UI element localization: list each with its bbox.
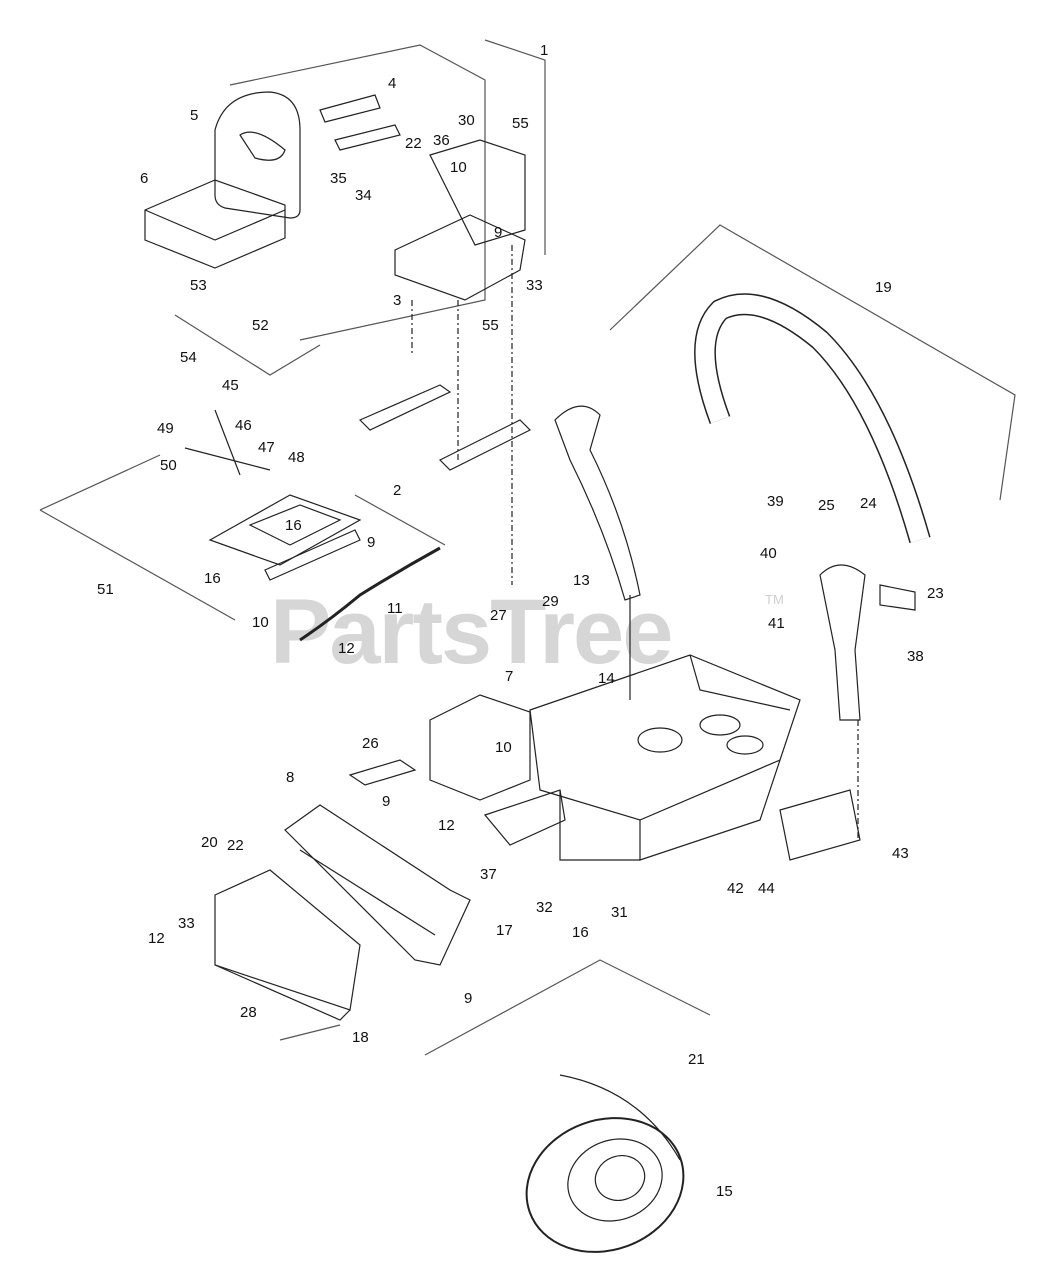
callout-36: 36 <box>433 132 450 149</box>
callout-30: 30 <box>458 112 475 129</box>
callout-23: 23 <box>927 585 944 602</box>
callout-18: 18 <box>352 1029 369 1046</box>
callout-9: 9 <box>464 990 472 1007</box>
callout-32: 32 <box>536 899 553 916</box>
callout-43: 43 <box>892 845 909 862</box>
callout-41: 41 <box>768 615 785 632</box>
callout-47: 47 <box>258 439 275 456</box>
callout-12: 12 <box>148 930 165 947</box>
callout-2: 2 <box>393 482 401 499</box>
callout-22: 22 <box>405 135 422 152</box>
trademark-mark: TM <box>765 592 784 607</box>
callout-50: 50 <box>160 457 177 474</box>
callout-10: 10 <box>252 614 269 631</box>
callout-37: 37 <box>480 866 497 883</box>
callout-10: 10 <box>495 739 512 756</box>
partstree-watermark: PartsTree <box>270 581 673 683</box>
callout-54: 54 <box>180 349 197 366</box>
callout-15: 15 <box>716 1183 733 1200</box>
callout-21: 21 <box>688 1051 705 1068</box>
callout-24: 24 <box>860 495 877 512</box>
callout-35: 35 <box>330 170 347 187</box>
seat-back <box>214 91 301 219</box>
callout-26: 26 <box>362 735 379 752</box>
callout-29: 29 <box>542 593 559 610</box>
callout-55: 55 <box>512 115 529 132</box>
callout-28: 28 <box>240 1004 257 1021</box>
line-art <box>39 39 1016 1253</box>
callout-12: 12 <box>338 640 355 657</box>
callout-52: 52 <box>252 317 269 334</box>
callout-45: 45 <box>222 377 239 394</box>
callout-1: 1 <box>540 42 548 59</box>
callout-8: 8 <box>286 769 294 786</box>
callout-44: 44 <box>758 880 775 897</box>
callout-14: 14 <box>598 670 615 687</box>
callout-9: 9 <box>494 224 502 241</box>
callout-51: 51 <box>97 581 114 598</box>
callout-11: 11 <box>387 600 403 617</box>
callout-27: 27 <box>490 607 507 624</box>
callout-34: 34 <box>355 187 372 204</box>
callout-10: 10 <box>450 159 467 176</box>
callout-53: 53 <box>190 277 207 294</box>
callout-16: 16 <box>285 517 302 534</box>
callout-25: 25 <box>818 497 835 514</box>
callout-9: 9 <box>367 534 375 551</box>
callout-38: 38 <box>907 648 924 665</box>
callout-40: 40 <box>760 545 777 562</box>
callout-12: 12 <box>438 817 455 834</box>
callout-16: 16 <box>572 924 589 941</box>
seat-cushion <box>144 179 286 269</box>
main-frame <box>429 694 531 801</box>
callout-6: 6 <box>140 170 148 187</box>
callout-7: 7 <box>505 668 513 685</box>
callout-3: 3 <box>393 292 401 309</box>
callout-5: 5 <box>190 107 198 124</box>
callout-39: 39 <box>767 493 784 510</box>
callout-17: 17 <box>496 922 513 939</box>
callout-33: 33 <box>178 915 195 932</box>
callout-4: 4 <box>388 75 396 92</box>
callout-22: 22 <box>227 837 244 854</box>
callout-9: 9 <box>382 793 390 810</box>
seat-pan <box>394 214 526 301</box>
callout-49: 49 <box>157 420 174 437</box>
callout-20: 20 <box>201 834 218 851</box>
callout-31: 31 <box>611 904 628 921</box>
callout-19: 19 <box>875 279 892 296</box>
callout-46: 46 <box>235 417 252 434</box>
callout-48: 48 <box>288 449 305 466</box>
callout-13: 13 <box>573 572 590 589</box>
callout-42: 42 <box>727 880 744 897</box>
callout-33: 33 <box>526 277 543 294</box>
callout-55: 55 <box>482 317 499 334</box>
callout-16: 16 <box>204 570 221 587</box>
